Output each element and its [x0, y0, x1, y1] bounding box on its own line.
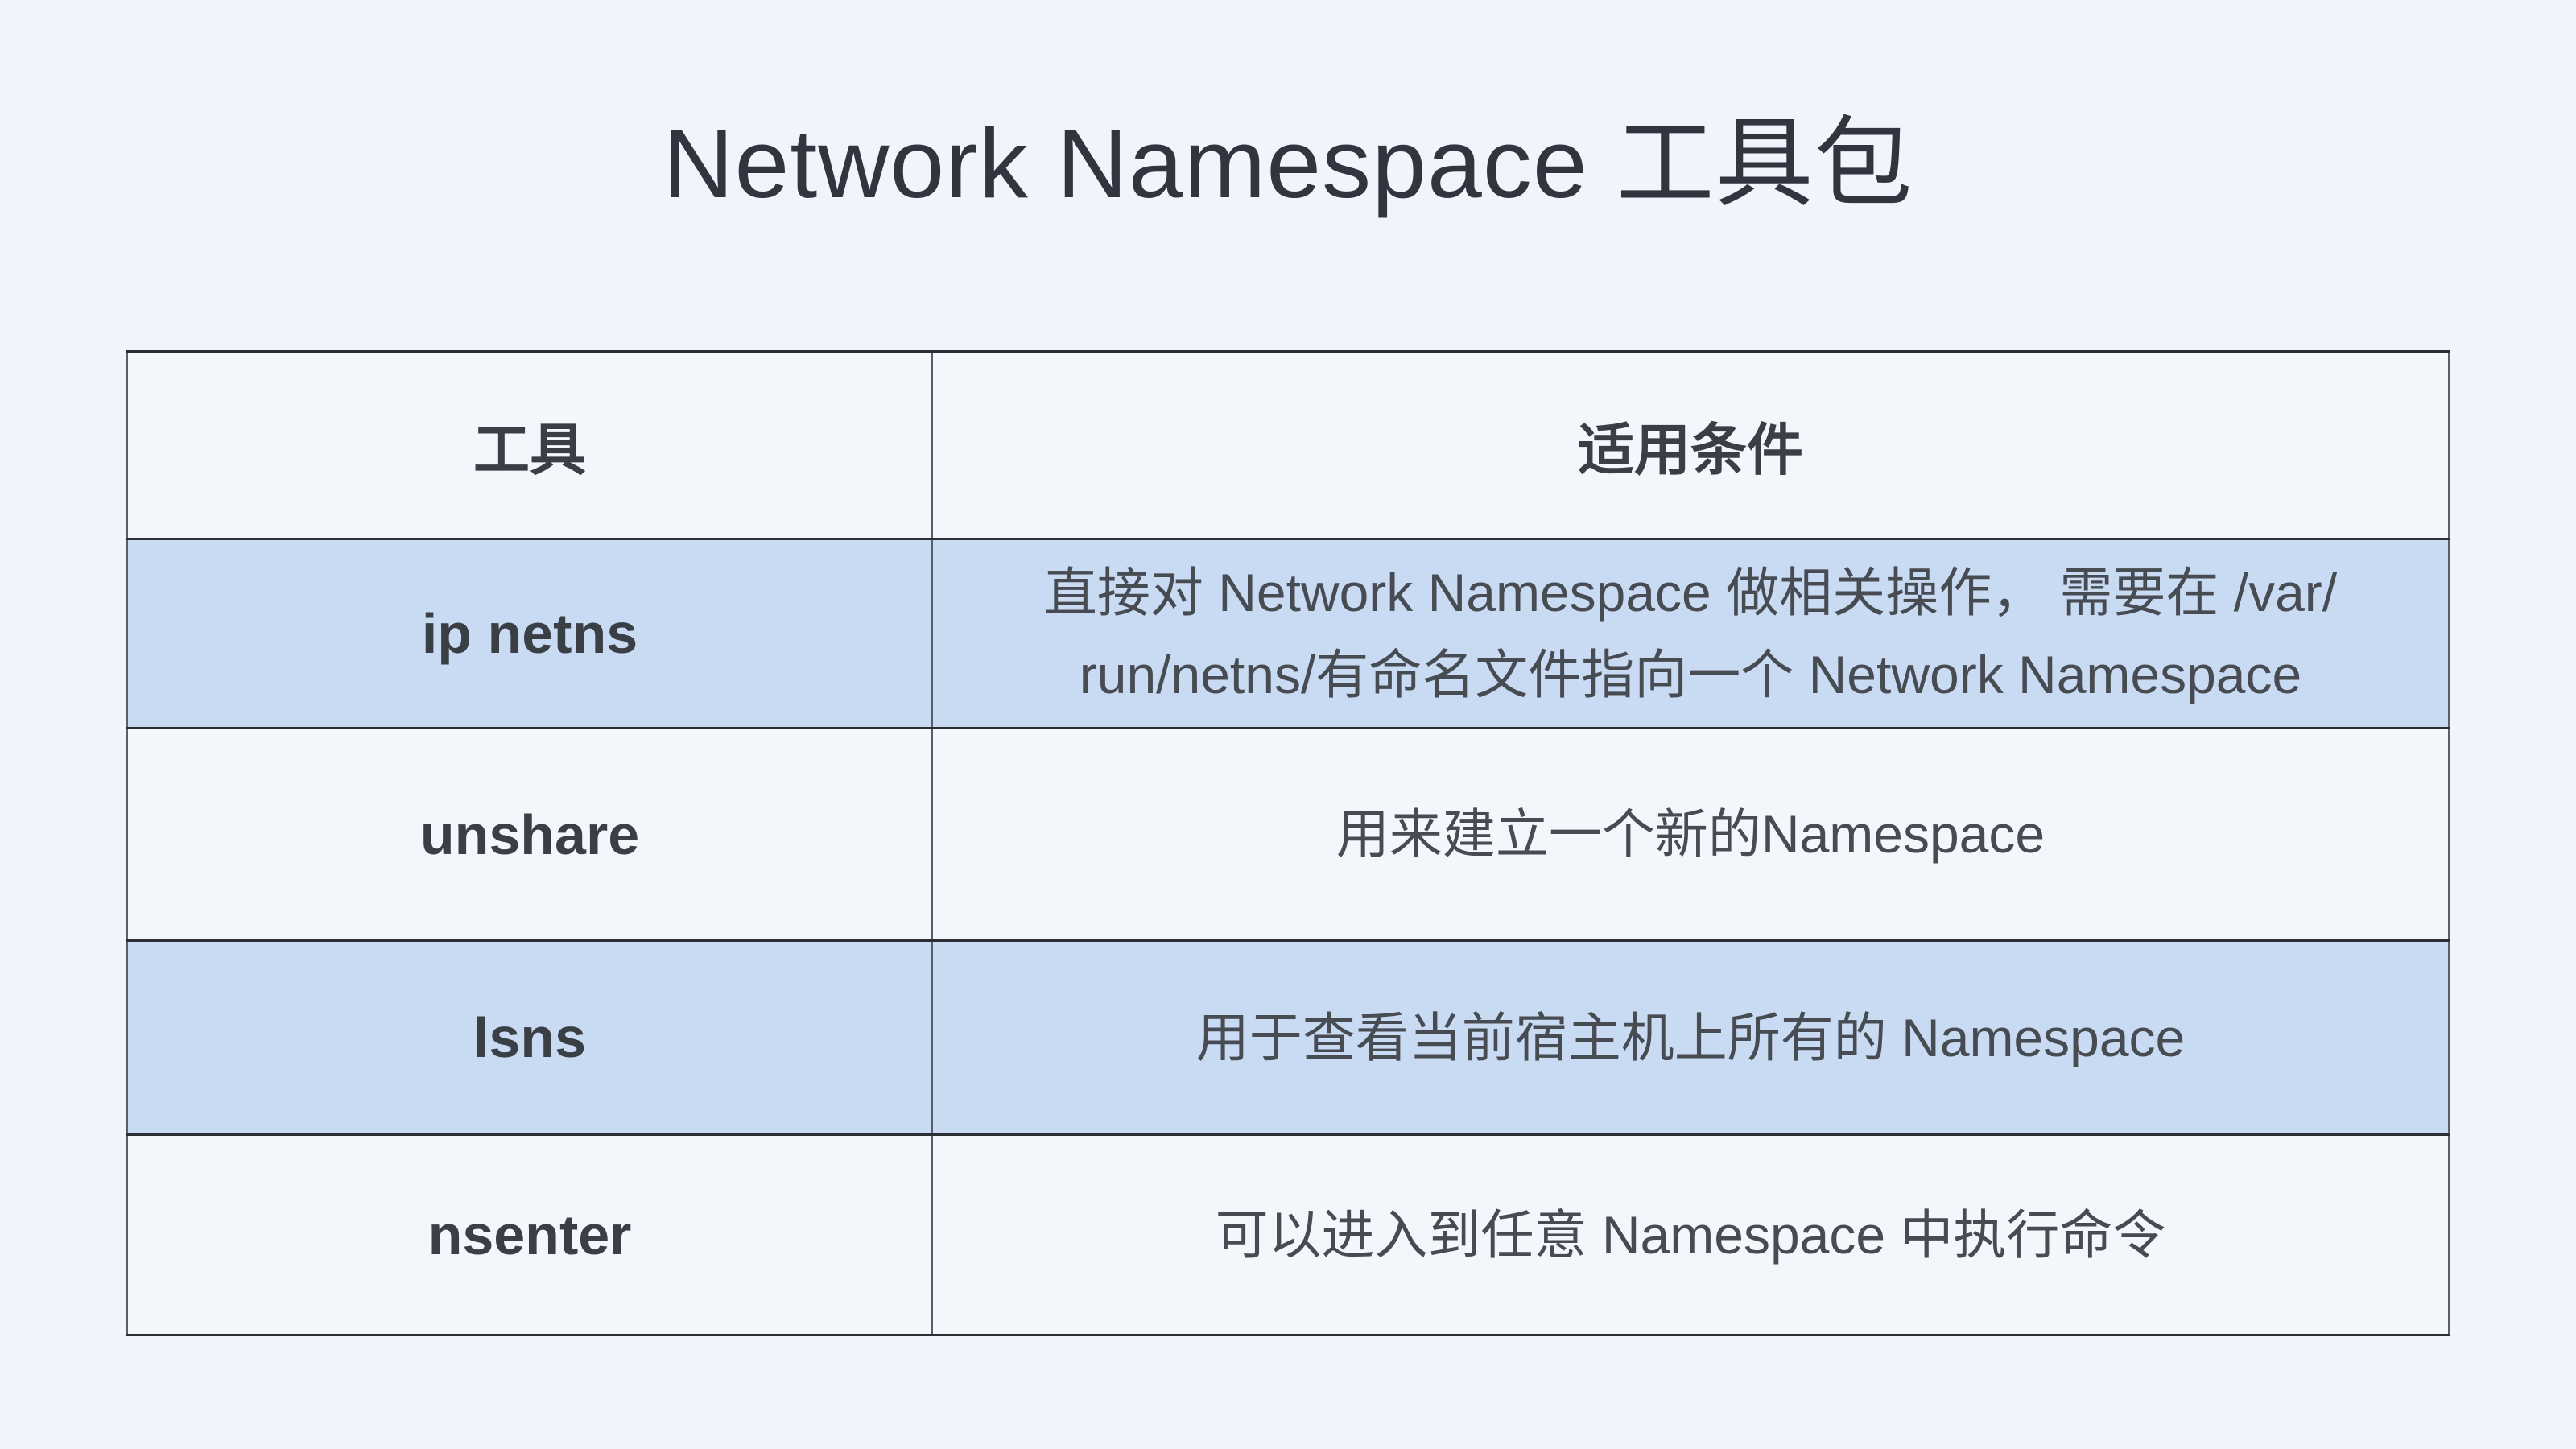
tool-condition: 用于查看当前宿主机上所有的 Namespace	[931, 939, 2450, 1136]
tool-condition: 用来建立一个新的Namespace	[931, 727, 2450, 942]
column-header-condition: 适用条件	[931, 350, 2450, 540]
tool-condition: 直接对 Network Namespace 做相关操作， 需要在 /var/ r…	[931, 538, 2450, 729]
tool-name: unshare	[126, 727, 933, 942]
tool-name: lsns	[126, 939, 933, 1136]
tool-name: ip netns	[126, 538, 933, 729]
tools-table: 工具 适用条件 ip netns 直接对 Network Namespace 做…	[126, 350, 2450, 1336]
table-header-row: 工具 适用条件	[126, 350, 2450, 540]
page-title: Network Namespace 工具包	[663, 109, 1913, 218]
column-header-tool: 工具	[126, 350, 933, 540]
tool-condition: 可以进入到任意 Namespace 中执行命令	[931, 1133, 2450, 1336]
table-row: lsns 用于查看当前宿主机上所有的 Namespace	[126, 939, 2450, 1136]
table-row: unshare 用来建立一个新的Namespace	[126, 727, 2450, 942]
tool-name: nsenter	[126, 1133, 933, 1336]
tools-table-container: 工具 适用条件 ip netns 直接对 Network Namespace 做…	[126, 350, 2450, 1336]
table-row: nsenter 可以进入到任意 Namespace 中执行命令	[126, 1133, 2450, 1336]
table-row: ip netns 直接对 Network Namespace 做相关操作， 需要…	[126, 538, 2450, 729]
